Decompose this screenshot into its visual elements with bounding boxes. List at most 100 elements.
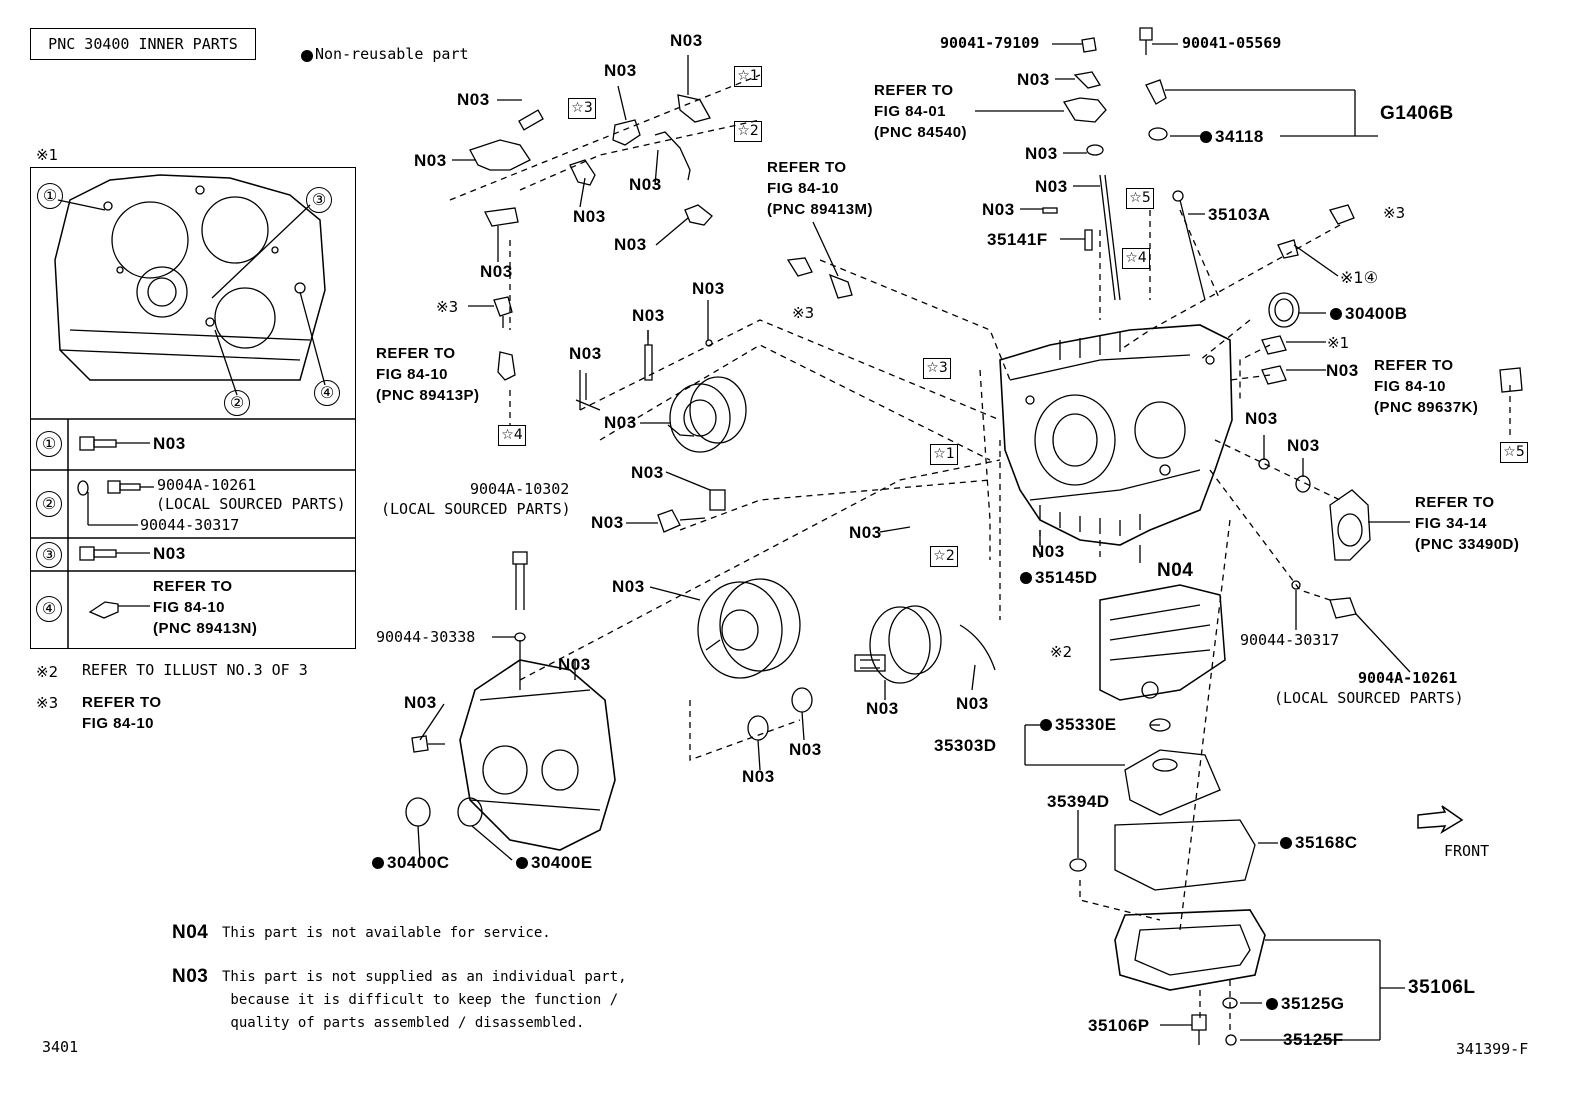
label-35125f: 35125F (1283, 1030, 1344, 1049)
label-35125g-text: 35125G (1281, 994, 1345, 1013)
label-n03-low-f: N03 (956, 694, 989, 713)
label-34118: 34118 (1200, 128, 1264, 145)
label-n03-top-c: N03 (457, 90, 490, 109)
legend-row-2-label-c: 90044-30317 (140, 516, 240, 534)
note-2-text: REFER TO ILLUST NO.3 OF 3 (82, 661, 308, 679)
label-30400c-text: 30400C (387, 853, 450, 872)
star-box-3-top: ☆3 (568, 98, 596, 119)
dashed-assembly-lines (449, 74, 1511, 1030)
label-34118-text: 34118 (1215, 127, 1264, 146)
label-35168c-text: 35168C (1295, 833, 1358, 852)
label-n03-right-g: N03 (1287, 436, 1320, 455)
label-35168c: 35168C (1280, 834, 1358, 851)
label-mark2: ※2 (1050, 643, 1073, 661)
label-30400b-text: 30400B (1345, 304, 1408, 323)
label-n03-low-c: N03 (558, 655, 591, 674)
legend-bolt-3 (79, 546, 150, 561)
legend-row-3-num: ③ (36, 542, 62, 568)
legend-bolt-2 (77, 480, 154, 526)
pnc-title-box: PNC 30400 INNER PARTS (30, 28, 256, 60)
label-35145d-text: 35145D (1035, 568, 1098, 587)
transaxle-case-main (999, 324, 1233, 546)
label-n03-top-e: N03 (629, 175, 662, 194)
legend-callout-4: ④ (314, 380, 340, 406)
oil-strainer (1124, 749, 1221, 816)
label-30400e-text: 30400E (531, 853, 593, 872)
nonreusable-dot-icon (1280, 837, 1292, 849)
legend-row-1-label: N03 (153, 434, 186, 453)
label-ref-33490d: REFER TO FIG 34-14 (PNC 33490D) (1415, 494, 1520, 553)
solid-leader-lines (417, 43, 1411, 1041)
star-box-2-mid: ☆2 (930, 546, 958, 567)
label-mark3-c: ※3 (1383, 204, 1406, 222)
legend-row-2-num: ② (36, 491, 62, 517)
label-front: FRONT (1444, 842, 1490, 860)
label-n03-mid-e: N03 (631, 463, 664, 482)
label-n03-right-c: N03 (1035, 177, 1068, 196)
footer-left-code: 3401 (42, 1038, 79, 1056)
nonreusable-dot-icon (516, 857, 528, 869)
label-n03-mid-d: N03 (604, 413, 637, 432)
label-90041-05569: 90041-05569 (1182, 34, 1282, 52)
label-90044-30338: 90044-30338 (376, 628, 476, 646)
label-mark1-b: ※1④ (1340, 268, 1378, 287)
label-35141f: 35141F (987, 230, 1048, 249)
label-local-sourced-a: (LOCAL SOURCED PARTS) (381, 500, 571, 518)
label-n03-top-b: N03 (604, 61, 637, 80)
label-n03-right-h: N03 (1032, 542, 1065, 561)
footer-right-code: 341399-F (1456, 1040, 1529, 1058)
valve-body (1099, 584, 1226, 732)
label-ref-89413m: REFER TO FIG 84-10 (PNC 89413M) (767, 159, 874, 218)
nonreusable-dot-icon (1040, 719, 1052, 731)
label-ref-84-01: REFER TO FIG 84-01 (PNC 84540) (874, 82, 968, 141)
n04-code: N04 (172, 922, 209, 943)
legend-row-1-num: ① (36, 431, 62, 457)
label-n03-low-h: N03 (742, 767, 775, 786)
label-n03-low-a: N03 (849, 523, 882, 542)
label-ref-89413p: REFER TO FIG 84-10 (PNC 89413P) (376, 345, 480, 404)
oil-seals (405, 797, 483, 827)
label-n03-low-b: N03 (612, 577, 645, 596)
nonreusable-dots (301, 50, 313, 62)
legend-row-2-label-a: 9004A-10261 (157, 476, 257, 494)
legend-table (30, 167, 356, 649)
label-n03-right-f: N03 (1245, 409, 1278, 428)
label-35303d: 35303D (934, 736, 997, 755)
star-box-3-mid: ☆3 (923, 358, 951, 379)
legend-callout-1: ① (37, 183, 63, 209)
star-box-4-mid: ☆4 (1122, 248, 1150, 269)
note-2-mark: ※2 (36, 663, 59, 681)
n03-text: This part is not supplied as an individu… (222, 969, 627, 1031)
label-n03-low-g: N03 (789, 740, 822, 759)
label-35103a: 35103A (1208, 205, 1271, 224)
label-n03-top-h: N03 (480, 262, 513, 281)
legend-sensor-4 (88, 601, 150, 619)
front-arrow (1417, 805, 1464, 834)
n03-code: N03 (172, 966, 209, 987)
label-35106l: 35106L (1408, 977, 1476, 998)
label-local-sourced-b: (LOCAL SOURCED PARTS) (1274, 689, 1464, 707)
label-9004a-10261: 9004A-10261 (1358, 669, 1458, 687)
nonreusable-dot-icon (1200, 131, 1212, 143)
star-box-1-mid: ☆1 (930, 444, 958, 465)
star-box-5-mid: ☆5 (1126, 188, 1154, 209)
label-n03-top-g: N03 (614, 235, 647, 254)
label-90041-79109: 90041-79109 (940, 34, 1040, 52)
label-35330e-text: 35330E (1055, 715, 1117, 734)
label-ref-89637k: REFER TO FIG 84-10 (PNC 89637K) (1374, 357, 1479, 416)
label-n03-top-a: N03 (670, 31, 703, 50)
label-9004a-10302: 9004A-10302 (470, 480, 570, 498)
label-35145d: 35145D (1020, 569, 1098, 586)
legend-callout-3: ③ (306, 187, 332, 213)
planetary-gear-top (657, 376, 747, 533)
nonreusable-dot-icon (1266, 998, 1278, 1010)
label-30400e: 30400E (516, 854, 593, 871)
nonreusable-dot-icon (1020, 572, 1032, 584)
legend-case-thumbnail (54, 174, 326, 396)
label-g1406b: G1406B (1380, 103, 1454, 124)
nonreusable-dot-icon (1330, 308, 1342, 320)
label-n04: N04 (1157, 560, 1194, 581)
label-n03-right-a: N03 (1017, 70, 1050, 89)
